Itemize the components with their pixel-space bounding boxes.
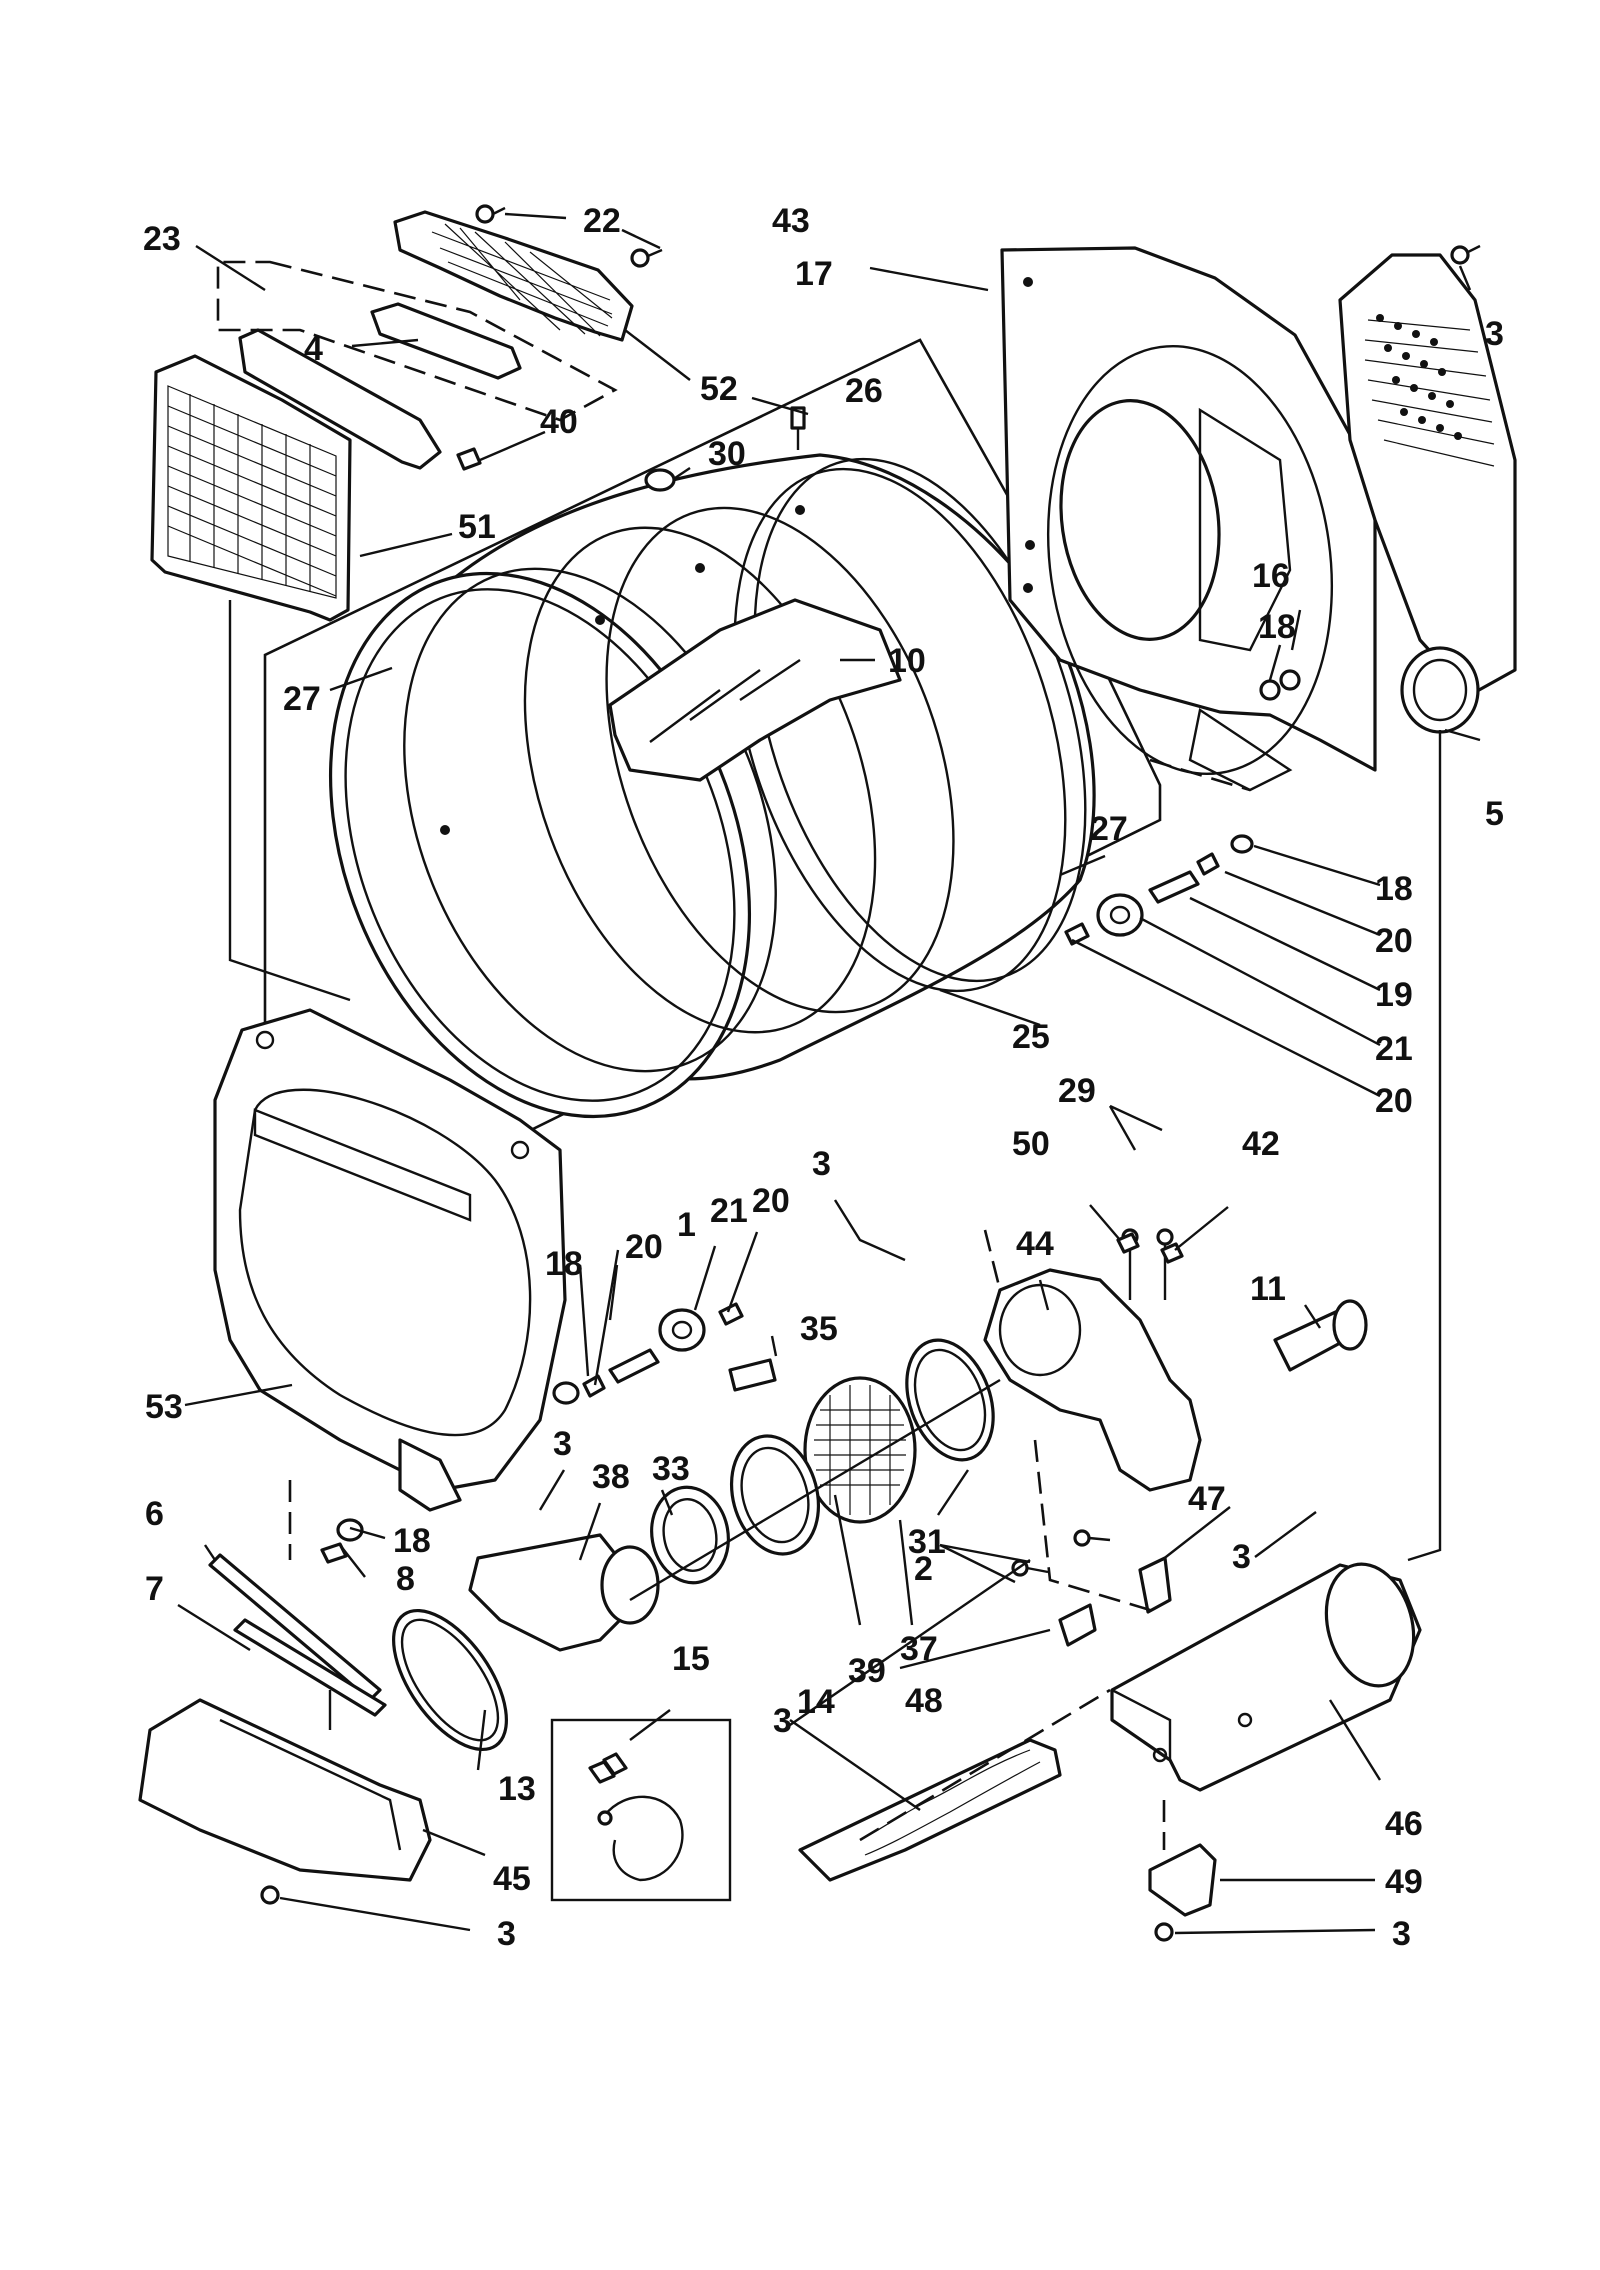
callout-44: 44 <box>1016 1225 1054 1263</box>
blower-assembly <box>392 1228 1368 1752</box>
callout-50: 50 <box>1012 1125 1050 1163</box>
callout-38: 38 <box>592 1458 630 1496</box>
callout-5: 5 <box>1485 795 1504 833</box>
front-duct-parts <box>138 1553 432 1905</box>
callout-27: 27 <box>1090 810 1128 848</box>
callout-25: 25 <box>1012 1018 1050 1056</box>
callout-20: 20 <box>625 1228 663 1266</box>
callout-8: 8 <box>396 1560 415 1598</box>
callout-14: 14 <box>797 1683 835 1721</box>
callout-3: 3 <box>1485 315 1504 353</box>
callout-10: 10 <box>888 642 926 680</box>
callout-3: 3 <box>812 1145 831 1183</box>
callout-11: 11 <box>1250 1270 1286 1308</box>
callout-3: 3 <box>773 1702 792 1740</box>
callout-18: 18 <box>1375 870 1413 908</box>
drum <box>263 338 1162 1167</box>
callout-29: 29 <box>1058 1072 1096 1110</box>
callout-20: 20 <box>1375 1082 1413 1120</box>
callout-18: 18 <box>545 1245 583 1283</box>
callout-19: 19 <box>1375 976 1413 1014</box>
callout-21: 21 <box>710 1192 748 1230</box>
exhaust-duct <box>1011 1529 1422 1942</box>
rear-bearing-hardware <box>1064 834 1254 946</box>
assembly-lines <box>228 600 1442 1850</box>
callout-40: 40 <box>540 403 578 441</box>
callout-3: 3 <box>1392 1915 1411 1953</box>
callout-3: 3 <box>1232 1538 1251 1576</box>
front-bearing-hardware <box>320 1302 744 1564</box>
callout-20: 20 <box>1375 922 1413 960</box>
callout-16: 16 <box>1252 557 1290 595</box>
callout-3: 3 <box>553 1425 572 1463</box>
callout-48: 48 <box>905 1682 943 1720</box>
wire-kit <box>550 1718 732 1902</box>
callout-18: 18 <box>1258 608 1296 646</box>
rear-bulkhead <box>1000 246 1377 792</box>
callout-1: 1 <box>677 1206 696 1244</box>
callout-43: 43 <box>772 202 810 240</box>
callout-7: 7 <box>145 1570 164 1608</box>
callout-45: 45 <box>493 1860 531 1898</box>
callout-33: 33 <box>652 1450 690 1488</box>
heater-shield <box>1338 244 1517 734</box>
callout-46: 46 <box>1385 1805 1423 1843</box>
callout-20: 20 <box>752 1182 790 1220</box>
callout-13: 13 <box>498 1770 536 1808</box>
callout-30: 30 <box>708 435 746 473</box>
lint-filter-assembly <box>150 204 663 622</box>
callout-labels: 23 22 43 17 3 4 52 26 40 30 51 16 18 10 … <box>143 202 1504 1953</box>
callout-3: 3 <box>497 1915 516 1953</box>
callout-49: 49 <box>1385 1863 1423 1901</box>
callout-39: 39 <box>848 1652 886 1690</box>
callout-47: 47 <box>1188 1480 1226 1518</box>
callout-35: 35 <box>800 1310 838 1348</box>
callout-21: 21 <box>1375 1030 1413 1068</box>
callout-42: 42 <box>1242 1125 1280 1163</box>
callout-37: 37 <box>900 1630 938 1668</box>
callout-31: 31 <box>908 1523 946 1561</box>
callout-51: 51 <box>458 508 496 546</box>
front-bulkhead <box>213 1008 567 1512</box>
callout-6: 6 <box>145 1495 164 1533</box>
callout-18: 18 <box>393 1522 431 1560</box>
callout-22: 22 <box>583 202 621 240</box>
callout-4: 4 <box>304 330 323 368</box>
callout-52: 52 <box>700 370 738 408</box>
callout-2: 2 <box>914 1550 933 1588</box>
heater-element <box>798 1738 1062 1882</box>
callout-15: 15 <box>672 1640 710 1678</box>
callout-23: 23 <box>143 220 181 258</box>
callout-arrows <box>177 212 1481 1935</box>
callout-53: 53 <box>145 1388 183 1426</box>
callout-26: 26 <box>845 372 883 410</box>
callout-17: 17 <box>795 255 833 293</box>
callout-27: 27 <box>283 680 321 718</box>
